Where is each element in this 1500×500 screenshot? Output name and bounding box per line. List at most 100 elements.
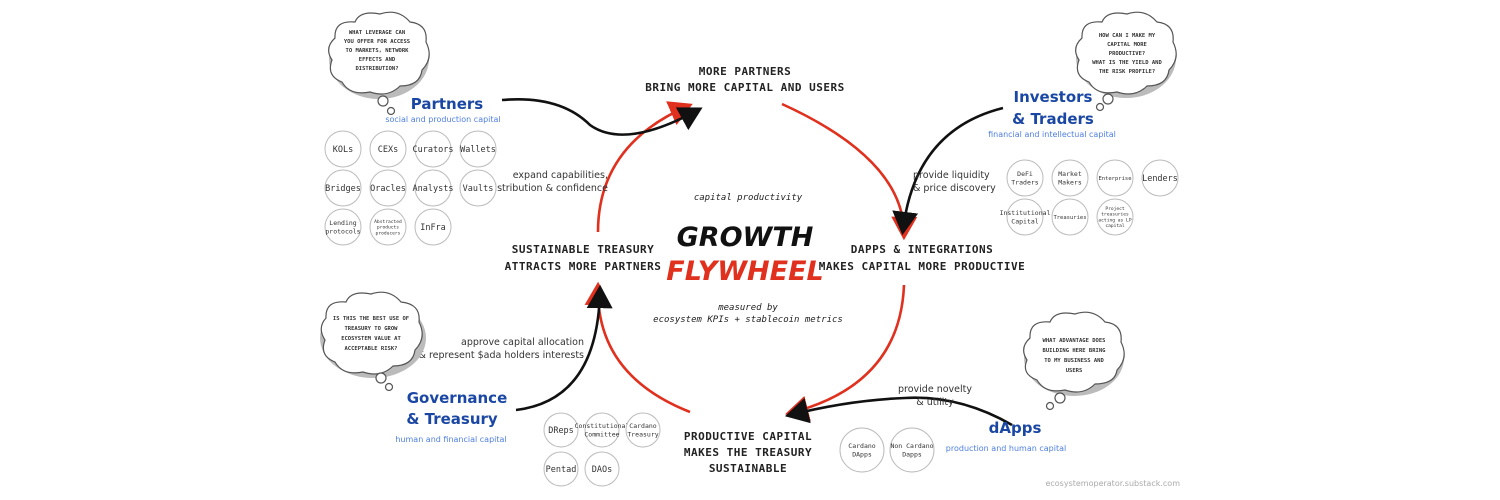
chip-label: Oracles: [370, 184, 406, 194]
investors-title-line1: Investors: [1014, 88, 1093, 106]
edge-governance: approve capital allocation & represent $…: [419, 337, 585, 361]
partners-subtitle: social and production capital: [385, 115, 500, 124]
chip-label: capital: [1105, 223, 1125, 229]
center-top-label: capital productivity: [694, 193, 803, 203]
chip-label: Capital: [1011, 217, 1038, 225]
flywheel-center: capital productivity GROWTH FLYWHEEL mea…: [653, 193, 843, 325]
chip-label: Treasuries: [1053, 215, 1086, 221]
cloud-partners: WHAT LEVERAGE CAN YOU OFFER FOR ACCESS T…: [328, 11, 430, 116]
arc-left-to-top: [596, 101, 693, 233]
svg-text:TO MY BUSINESS AND: TO MY BUSINESS AND: [1044, 358, 1104, 364]
chip-label: Market: [1058, 170, 1082, 178]
dapps-question: WHAT ADVANTAGE DOES BUILDING HERE BRING …: [1043, 338, 1107, 374]
arc-bottom-to-left: [584, 281, 691, 414]
chip-wallets: Wallets: [459, 130, 497, 168]
actor-connectors: [501, 98, 1013, 427]
chip-enterprise: Enterprise: [1096, 159, 1134, 197]
chip-label: Pentad: [546, 465, 577, 475]
stage-right-line2: MAKES CAPITAL MORE PRODUCTIVE: [819, 260, 1026, 273]
chip-label: CEXs: [378, 145, 398, 155]
partners-question: WHAT LEVERAGE CAN YOU OFFER FOR ACCESS T…: [344, 30, 410, 72]
actor-investors: Investors & Traders financial and intell…: [988, 88, 1116, 139]
svg-text:EFFECTS AND: EFFECTS AND: [359, 57, 396, 63]
svg-text:DISTRIBUTION?: DISTRIBUTION?: [355, 66, 398, 72]
edge-governance-line1: approve capital allocation: [461, 337, 584, 348]
chip-pentad: Pentad: [543, 451, 579, 487]
chip-label: treasuries: [1101, 212, 1129, 218]
investors-subtitle: financial and intellectual capital: [988, 130, 1116, 139]
svg-text:TREASURY TO GROW: TREASURY TO GROW: [345, 326, 399, 332]
connector-investors: [892, 106, 1004, 236]
chip-label: Traders: [1011, 178, 1038, 186]
svg-text:WHAT LEVERAGE CAN: WHAT LEVERAGE CAN: [349, 30, 405, 36]
dapps-subtitle: production and human capital: [946, 444, 1066, 453]
chip-label: products: [377, 225, 399, 231]
center-title-growth: GROWTH: [677, 222, 814, 253]
svg-text:USERS: USERS: [1066, 368, 1083, 374]
stage-left-line2: ATTRACTS MORE PARTNERS: [505, 260, 662, 273]
actor-dapps: dApps production and human capital: [946, 419, 1066, 453]
svg-text:WHAT IS THE YIELD AND: WHAT IS THE YIELD AND: [1092, 60, 1162, 66]
stage-bottom-line1: PRODUCTIVE CAPITAL: [684, 430, 812, 443]
chip-label: Analysts: [413, 184, 454, 194]
edge-dapps-line2: & utility: [916, 397, 954, 408]
chip-label: Treasury: [627, 430, 658, 438]
governance-subtitle: human and financial capital: [395, 435, 506, 444]
chip-label: Cardano: [848, 442, 875, 450]
chip-label: protocols: [325, 227, 360, 235]
chip-analysts: Analysts: [413, 169, 454, 207]
governance-title-line1: Governance: [407, 389, 508, 407]
stage-bottom-line3: SUSTAINABLE: [709, 462, 787, 475]
chip-label: Institutional: [1000, 209, 1051, 217]
stage-right: DAPPS & INTEGRATIONS MAKES CAPITAL MORE …: [819, 243, 1026, 273]
stage-right-line1: DAPPS & INTEGRATIONS: [851, 243, 993, 256]
svg-text:TO MARKETS, NETWORK: TO MARKETS, NETWORK: [346, 48, 410, 54]
center-title-flywheel: FLYWHEEL: [666, 256, 823, 287]
chip-label: Curators: [413, 145, 454, 155]
chip-label: DApps: [852, 450, 872, 458]
edge-governance-line2: & represent $ada holders interests: [419, 350, 585, 361]
chip-label: Wallets: [460, 145, 496, 155]
stage-bottom-line2: MAKES THE TREASURY: [684, 446, 812, 459]
chip-label: Project: [1105, 206, 1125, 212]
edge-investors: provide liquidity & price discovery: [913, 170, 996, 194]
chip-label: InFra: [420, 223, 446, 233]
svg-text:BUILDING HERE BRING: BUILDING HERE BRING: [1043, 348, 1107, 354]
chip-label: DReps: [548, 426, 574, 436]
footer-source: ecosystemoperator.substack.com: [1045, 479, 1180, 488]
edge-investors-line1: provide liquidity: [913, 170, 990, 181]
actor-governance: Governance & Treasury human and financia…: [395, 389, 507, 444]
svg-text:HOW CAN I MAKE MY: HOW CAN I MAKE MY: [1099, 33, 1156, 39]
stage-bottom: PRODUCTIVE CAPITAL MAKES THE TREASURY SU…: [684, 430, 812, 475]
chip-kols: KOLs: [324, 130, 362, 168]
chip-treasuries: Treasuries: [1051, 198, 1089, 236]
stage-top: MORE PARTNERS BRING MORE CAPITAL AND USE…: [645, 65, 844, 94]
svg-text:IS THIS THE BEST USE OF: IS THIS THE BEST USE OF: [333, 316, 409, 322]
chip-curators: Curators: [413, 130, 454, 168]
cloud-governance: IS THIS THE BEST USE OF TREASURY TO GROW…: [320, 291, 426, 392]
chip-label: KOLs: [333, 145, 353, 155]
investors-title-line2: & Traders: [1012, 110, 1094, 128]
chip-label: Dapps: [902, 450, 922, 458]
chip-label: Makers: [1058, 178, 1082, 186]
edge-dapps-line1: provide novelty: [898, 384, 972, 395]
edge-partners-line1: expand capabilities,: [513, 170, 608, 181]
chip-label: Constitutional: [575, 422, 630, 430]
chip-label: Vaults: [463, 184, 494, 194]
edge-partners: expand capabilities, distribution & conf…: [488, 170, 608, 194]
chip-label: Bridges: [325, 184, 361, 194]
stage-left-line1: SUSTAINABLE TREASURY: [512, 243, 654, 256]
chip-label: Lending: [329, 219, 356, 227]
stage-top-line1: MORE PARTNERS: [699, 65, 792, 78]
svg-text:YOU OFFER FOR ACCESS: YOU OFFER FOR ACCESS: [344, 39, 410, 45]
